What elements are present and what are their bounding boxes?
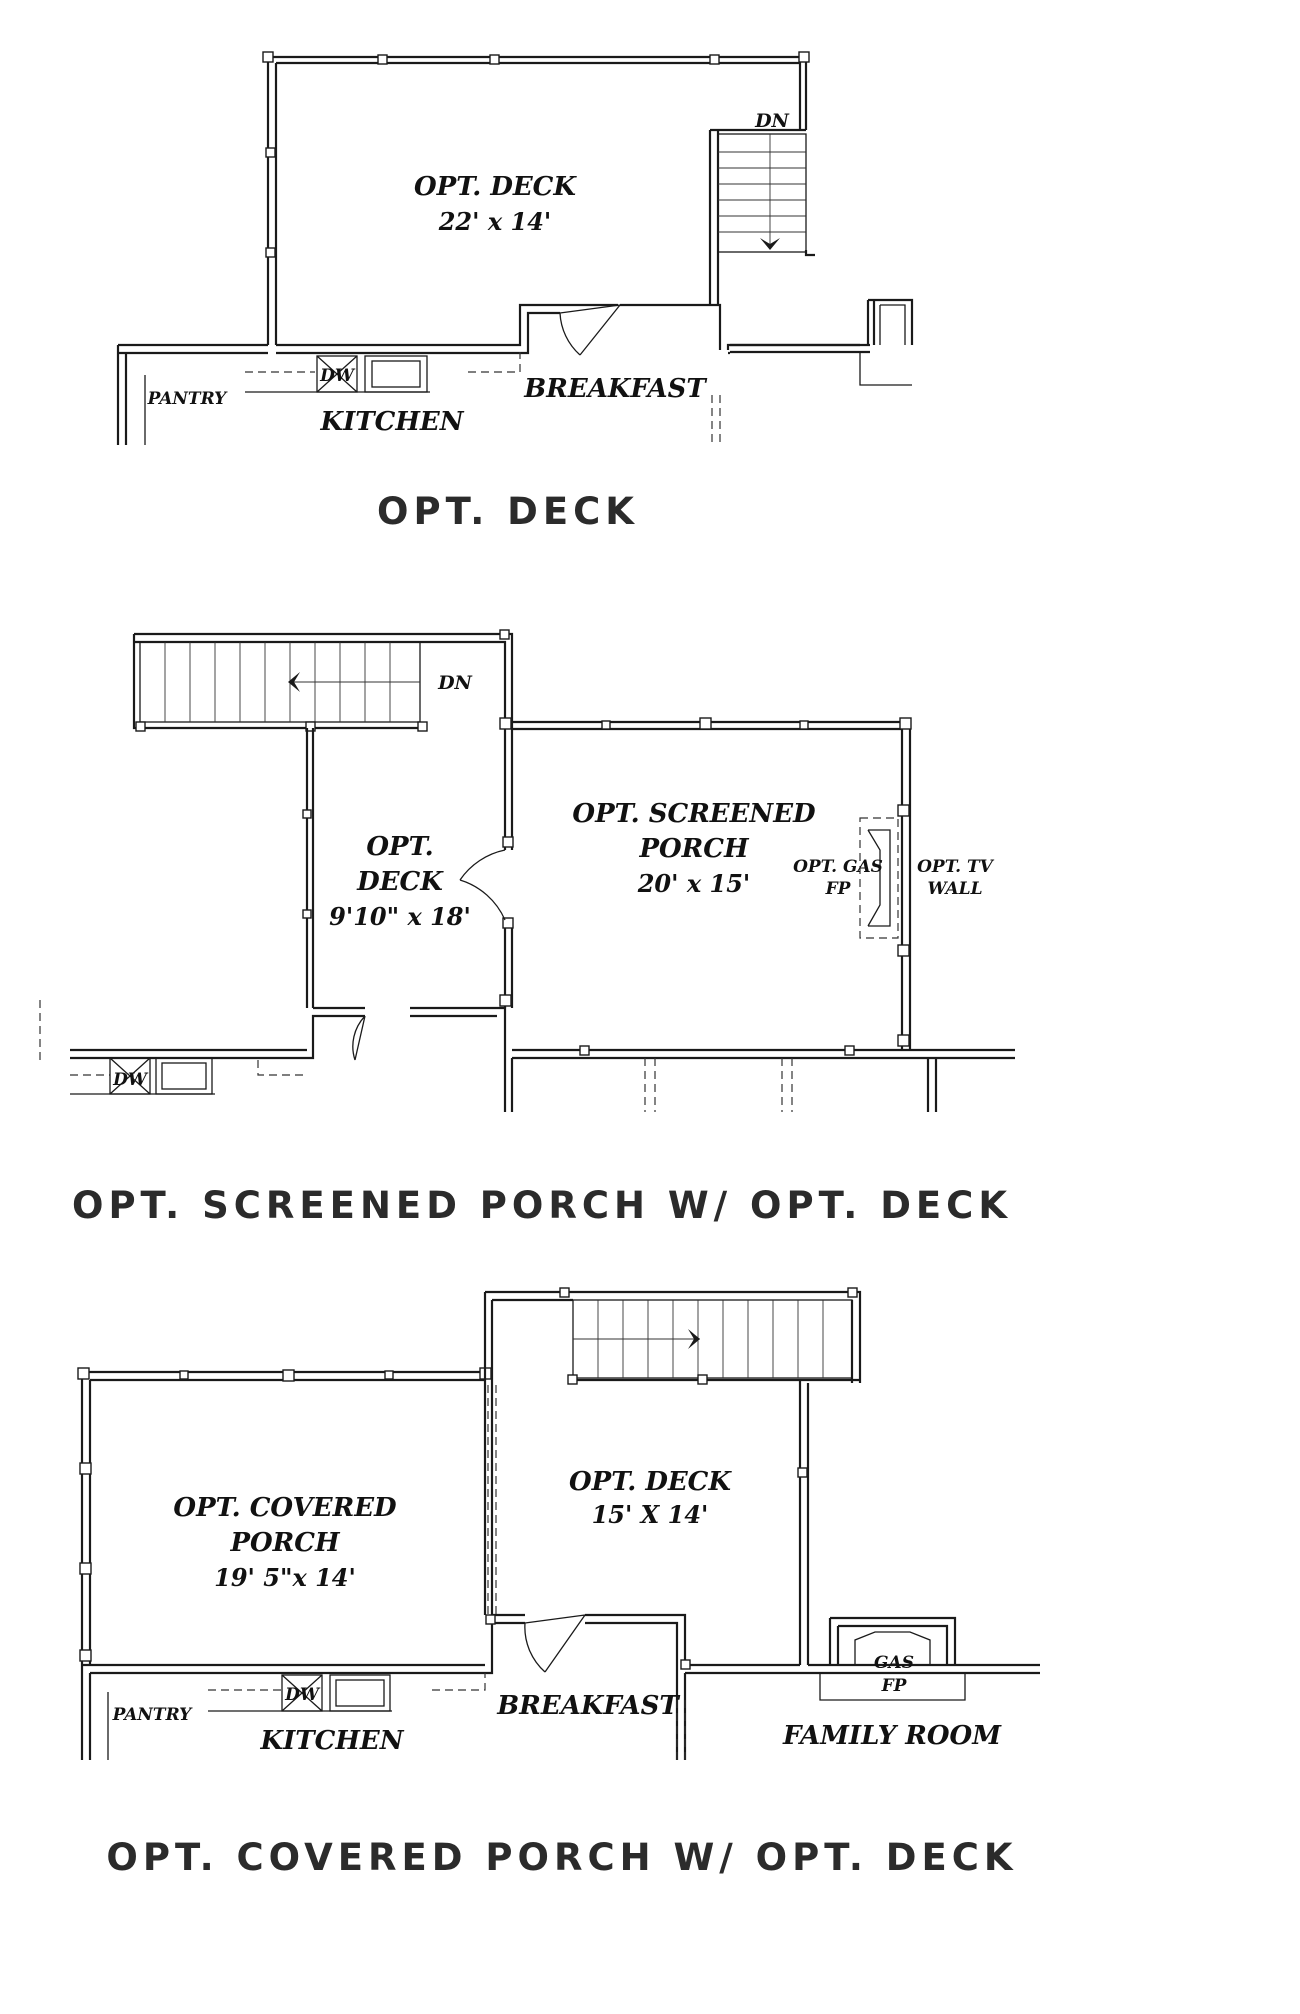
gas-fireplace [859,817,899,939]
pantry-label: PANTRY [147,389,229,409]
small-deck-size: 9'10" x 18' [329,902,471,931]
plan-opt-deck: DN OPT. DECK 22' x 14' PANTRY DW KITCHEN… [116,51,914,445]
caption-screened-porch: OPT. SCREENED PORCH W/ OPT. DECK [72,1184,1012,1227]
deck-stairs [717,133,807,253]
deck-size-label: 22' x 14' [438,207,552,236]
deck-room-label: OPT. DECK [569,1467,732,1497]
left-arrow-icon [288,672,300,692]
down-arrow-icon [760,238,780,250]
right-arrow-icon [688,1329,700,1349]
screened-porch-label-2: PORCH [638,834,750,864]
dishwasher-label: DW [284,1685,321,1705]
screened-porch-label-1: OPT. SCREENED [572,799,816,829]
tv-wall-label-2: WALL [927,879,982,899]
stair-dn-label: DN [754,110,789,132]
small-deck-label-2: DECK [356,867,444,897]
plan-covered-porch: OPT. COVERED PORCH 19' 5"x 14' [77,1287,1040,1760]
family-room-label: FAMILY ROOM [782,1721,1002,1751]
pantry-label: PANTRY [112,1705,194,1725]
kitchen-label: KITCHEN [260,1726,405,1756]
caption-opt-deck: OPT. DECK [377,490,639,533]
gas-fp-label-1: OPT. GAS [793,857,883,877]
breakfast-label: BREAKFAST [496,1691,680,1721]
gas-fp-label-2: FP [881,1676,908,1696]
gas-fp-label-2: FP [825,879,852,899]
covered-porch-label-1: OPT. COVERED [173,1493,397,1523]
covered-porch-label-2: PORCH [229,1528,341,1558]
screened-porch-size: 20' x 15' [637,869,751,898]
tv-wall-label-1: OPT. TV [917,857,995,877]
stair-dn-label: DN [437,672,472,694]
deck-size-label: 15' X 14' [592,1500,709,1529]
kitchen-label: KITCHEN [320,407,465,437]
breakfast-label: BREAKFAST [523,374,707,404]
plan-screened-porch: DN OPT. DECK 9'10" x 18' OPT. SCREENED P… [39,629,1015,1112]
deck-room-label: OPT. DECK [414,172,577,202]
caption-covered-porch: OPT. COVERED PORCH W/ OPT. DECK [106,1836,1017,1879]
small-deck-label-1: OPT. [366,832,433,862]
dishwasher-label: DW [112,1070,149,1090]
gas-fireplace [819,1616,966,1701]
deck-stairs [132,629,514,732]
deck-stairs [559,1287,858,1385]
gas-fp-label-1: GAS [874,1653,914,1673]
covered-porch-size: 19' 5"x 14' [214,1563,356,1592]
dishwasher-label: DW [319,366,356,386]
